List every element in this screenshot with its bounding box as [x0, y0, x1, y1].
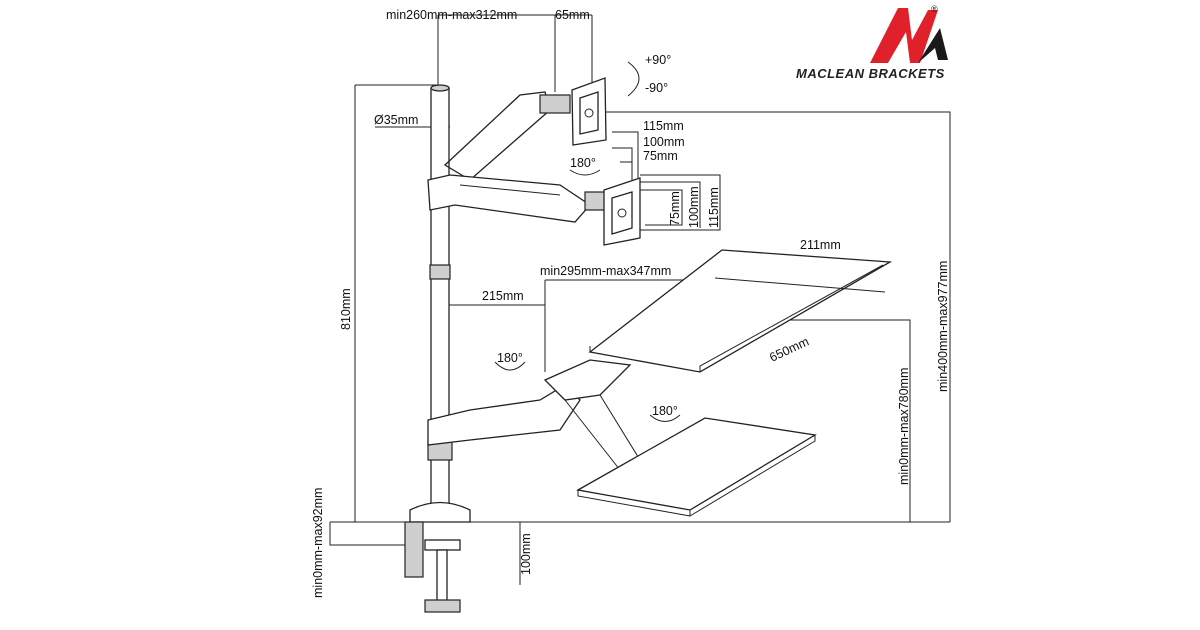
maclean-brackets-logo: ® MACLEAN BRACKETS — [796, 4, 948, 81]
vesa-h-75-label: 75mm — [643, 149, 678, 163]
desk-thickness-label: min0mm-max92mm — [311, 488, 325, 598]
vesa-v-75-label: 75mm — [668, 191, 682, 226]
pole-diameter-label: Ø35mm — [374, 113, 418, 127]
tilt-arc-icon — [627, 61, 640, 97]
arm-reach-upper-label: min260mm-max312mm — [386, 8, 517, 22]
vesa-h-115-label: 115mm — [643, 119, 684, 133]
pole — [427, 84, 453, 514]
lower-arm — [427, 359, 641, 471]
upper-arm-level — [427, 174, 641, 246]
laptop-tray — [588, 249, 893, 373]
arm-reach-lower-label: min295mm-max347mm — [540, 264, 671, 278]
tray-height-label: min0mm-max780mm — [897, 368, 911, 485]
tray-length-label: 650mm — [767, 334, 811, 364]
pole-height-label: 810mm — [339, 288, 353, 330]
total-height-label: min400mm-max977mm — [936, 261, 950, 392]
rotation-keyboard-label: 180° — [652, 404, 678, 418]
brand-name: MACLEAN BRACKETS — [796, 66, 945, 81]
head-offset-label: 65mm — [555, 8, 590, 22]
vesa-h-100-label: 100mm — [643, 135, 685, 149]
registered-mark: ® — [931, 4, 938, 14]
keyboard-tray — [576, 417, 817, 517]
clamp-depth-label: 100mm — [519, 533, 533, 575]
tilt-down-label: -90° — [645, 81, 668, 95]
dimension-lines — [329, 14, 951, 585]
rotation-monitor-label: 180° — [570, 156, 596, 170]
rotation-arm-label: 180° — [497, 351, 523, 365]
vesa-v-115-label: 115mm — [707, 187, 721, 228]
tray-width-label: 211mm — [800, 238, 841, 252]
rotation-arc-icon — [569, 169, 601, 176]
rotation-arc-icon — [649, 414, 681, 422]
tilt-up-label: +90° — [645, 53, 671, 67]
rotation-arc-icon — [494, 361, 526, 371]
arm-offset-lower-label: 215mm — [482, 289, 524, 303]
desk-clamp — [404, 501, 471, 613]
vesa-v-100-label: 100mm — [687, 186, 701, 228]
